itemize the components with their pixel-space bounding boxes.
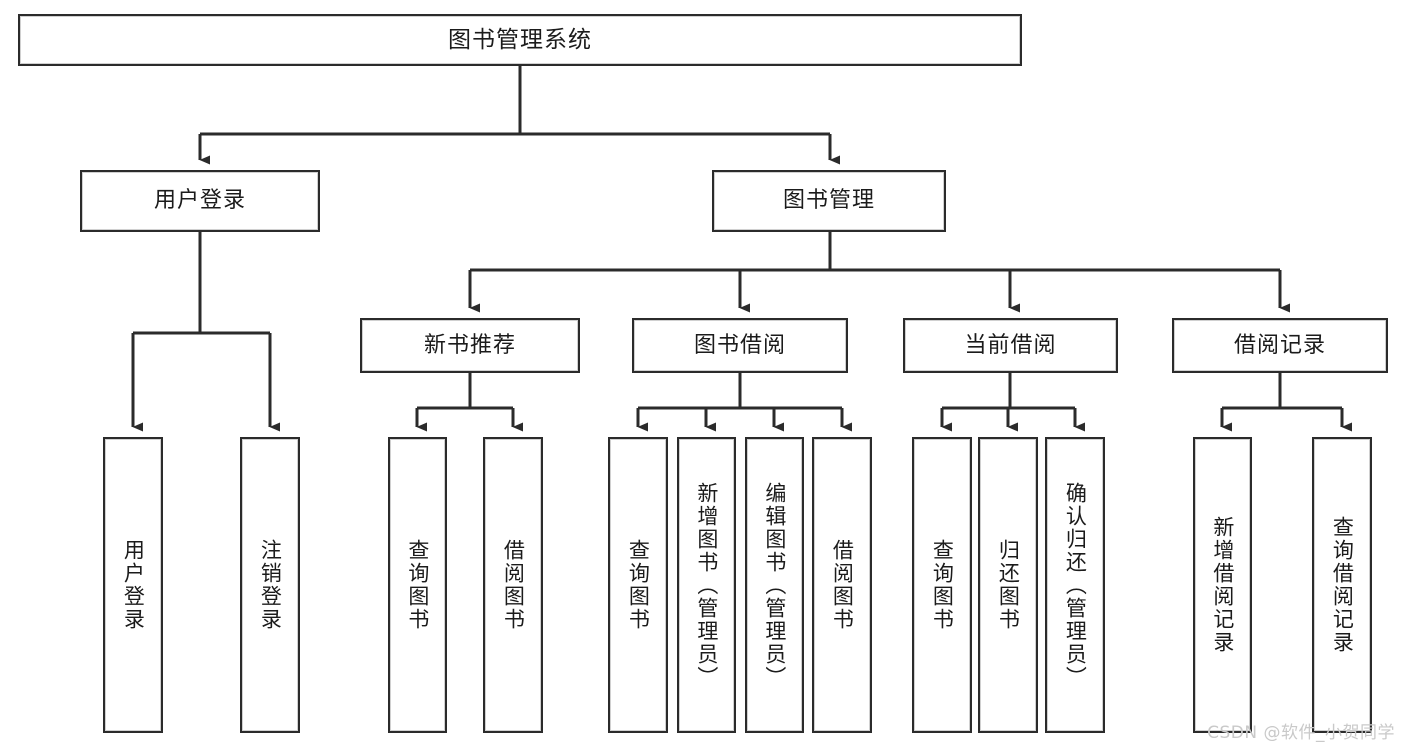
leaf-edit-book-admin[interactable]: 编辑图书（管理员） <box>745 437 804 733</box>
leaf-logout[interactable]: 注销登录 <box>240 437 300 733</box>
leaf-return-book[interactable]: 归还图书 <box>978 437 1038 733</box>
node-label: 新增借阅记录 <box>1210 516 1235 654</box>
node-label: 归还图书 <box>996 539 1021 631</box>
watermark: CSDN @软件_小贺同学 <box>1207 723 1395 743</box>
node-label: 用户登录 <box>153 188 246 214</box>
leaf-borrow-book[interactable]: 借阅图书 <box>812 437 872 733</box>
node-label: 查询图书 <box>626 539 651 631</box>
node-borrow-records[interactable]: 借阅记录 <box>1172 318 1388 373</box>
node-label: 编辑图书（管理员） <box>762 481 787 689</box>
leaf-add-borrow-record[interactable]: 新增借阅记录 <box>1193 437 1252 733</box>
node-label: 图书管理 <box>782 188 875 214</box>
node-root-system[interactable]: 图书管理系统 <box>18 14 1022 66</box>
node-current-borrow[interactable]: 当前借阅 <box>903 318 1118 373</box>
node-label: 新增图书（管理员） <box>694 481 719 689</box>
node-label: 查询图书 <box>405 539 430 631</box>
node-label: 查询图书 <box>930 539 955 631</box>
node-label: 用户登录 <box>121 539 146 631</box>
node-label: 确认归还（管理员） <box>1063 481 1088 689</box>
node-book-borrow[interactable]: 图书借阅 <box>632 318 848 373</box>
node-label: 借阅图书 <box>830 539 855 631</box>
leaf-query-book-recommend[interactable]: 查询图书 <box>388 437 447 733</box>
node-label: 当前借阅 <box>964 332 1057 358</box>
leaf-confirm-return-admin[interactable]: 确认归还（管理员） <box>1045 437 1105 733</box>
node-user-login[interactable]: 用户登录 <box>80 170 320 232</box>
node-label: 图书管理系统 <box>448 26 592 53</box>
leaf-user-login[interactable]: 用户登录 <box>103 437 163 733</box>
leaf-query-book[interactable]: 查询图书 <box>608 437 668 733</box>
leaf-query-book-current[interactable]: 查询图书 <box>912 437 972 733</box>
leaf-add-book-admin[interactable]: 新增图书（管理员） <box>677 437 736 733</box>
node-label: 借阅图书 <box>501 539 526 631</box>
node-label: 借阅记录 <box>1233 332 1326 358</box>
node-label: 图书借阅 <box>693 332 786 358</box>
leaf-query-borrow-record[interactable]: 查询借阅记录 <box>1312 437 1372 733</box>
node-label: 新书推荐 <box>423 332 516 358</box>
node-label: 查询借阅记录 <box>1330 516 1355 654</box>
node-new-book-recommend[interactable]: 新书推荐 <box>360 318 580 373</box>
node-book-management[interactable]: 图书管理 <box>712 170 946 232</box>
leaf-borrow-book-recommend[interactable]: 借阅图书 <box>483 437 543 733</box>
node-label: 注销登录 <box>258 539 283 631</box>
